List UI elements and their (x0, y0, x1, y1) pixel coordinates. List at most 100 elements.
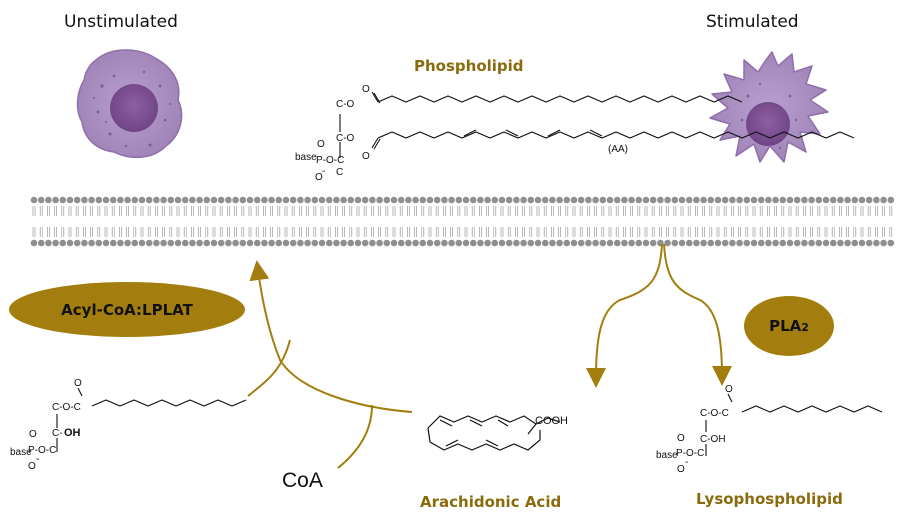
lipid-head (801, 196, 808, 204)
lipid-head (160, 196, 167, 204)
lipid-head (37, 239, 45, 247)
lipid-head (837, 196, 844, 204)
lipid-head (239, 239, 247, 247)
lipid-head (174, 239, 182, 247)
lipid-head (261, 239, 268, 247)
lipid-head (203, 196, 211, 204)
lipid-head (88, 196, 95, 204)
lipid-head (721, 196, 729, 204)
lipid-head (642, 196, 650, 204)
lipid-head (505, 239, 513, 247)
lipid-head (700, 239, 707, 247)
lipid-head (145, 196, 153, 204)
lipid-head (282, 239, 290, 247)
lipid-head (585, 239, 592, 247)
lipid-head (275, 239, 283, 247)
lipid-head (354, 196, 362, 204)
lipid-head (109, 196, 117, 204)
lipid-head (556, 196, 563, 204)
lipid-head (577, 239, 585, 247)
svg-text:O: O (315, 172, 323, 183)
lipid-head (765, 196, 772, 204)
svg-text:C-O: C-O (336, 133, 355, 144)
lipid-head (743, 239, 751, 247)
svg-text:C-OH: C-OH (700, 434, 726, 445)
lipid-bilayer-membrane (30, 196, 895, 247)
lipid-head (700, 196, 707, 204)
lipid-head (606, 239, 614, 247)
lipid-head (505, 196, 513, 204)
lipid-head (534, 196, 542, 204)
lipid-head (297, 239, 304, 247)
lipid-head (714, 196, 722, 204)
lipid-head (642, 239, 650, 247)
lipid-head (217, 239, 225, 247)
lipid-head (469, 196, 477, 204)
lipid-head (793, 239, 801, 247)
lipid-head (657, 196, 664, 204)
lipid-head (73, 196, 81, 204)
lipid-head (736, 239, 743, 247)
svg-text:O: O (677, 433, 685, 444)
arachidonic-acid-label: Arachidonic Acid (420, 493, 562, 511)
lipid-head (153, 196, 160, 204)
lysophospholipid-right-labels: C-O-C O C-OH base P-O-C O O - (656, 384, 733, 475)
phospholipid-structure (339, 91, 855, 158)
lipid-head (671, 239, 679, 247)
svg-text:O: O (677, 464, 685, 475)
lipid-head (592, 196, 599, 204)
lipid-head (757, 239, 765, 247)
lipid-head (433, 196, 441, 204)
lipid-head (772, 239, 779, 247)
lipid-head (73, 239, 81, 247)
lipid-head (441, 239, 448, 247)
lipid-head (873, 196, 880, 204)
svg-text:base: base (295, 152, 317, 163)
lipid-head (412, 239, 419, 247)
lipid-head (865, 239, 873, 247)
lipid-head (520, 239, 527, 247)
unstimulated-label: Unstimulated (64, 12, 178, 32)
lipid-head (397, 196, 405, 204)
lipid-head (520, 196, 527, 204)
unstimulated-cell-icon (76, 49, 183, 159)
svg-text:O: O (74, 378, 82, 389)
lipid-head (52, 239, 59, 247)
lipid-head (693, 239, 700, 247)
lipid-head (678, 196, 686, 204)
lipid-head (81, 239, 88, 247)
lipid-head (779, 239, 787, 247)
lipid-head (779, 196, 787, 204)
lipid-head (131, 196, 139, 204)
svg-text:O: O (29, 429, 37, 440)
lysophospholipid-right-structure (705, 393, 883, 456)
lipid-head (210, 239, 218, 247)
lipid-head (570, 239, 578, 247)
lipid-head (865, 196, 873, 204)
svg-text:-: - (685, 457, 688, 468)
lipid-head (613, 196, 621, 204)
lipid-head (786, 196, 794, 204)
lipid-head (210, 196, 218, 204)
lipid-head (808, 196, 815, 204)
lipid-head (685, 196, 693, 204)
lipid-head (455, 239, 463, 247)
lipid-head (181, 239, 189, 247)
lipid-head (246, 239, 254, 247)
lipid-head (880, 196, 887, 204)
lipid-head (635, 239, 643, 247)
lipid-head (649, 239, 657, 247)
lipid-head (556, 239, 563, 247)
lipid-head (282, 196, 290, 204)
lipid-head (174, 196, 182, 204)
lipid-head (369, 196, 376, 204)
lipid-head (311, 196, 319, 204)
lipid-head (685, 239, 693, 247)
svg-text:O: O (317, 139, 325, 150)
svg-text:(AA): (AA) (608, 144, 628, 155)
svg-text:O: O (725, 384, 733, 395)
lipid-head (736, 196, 743, 204)
lipid-head (383, 196, 391, 204)
lipid-head (678, 239, 686, 247)
